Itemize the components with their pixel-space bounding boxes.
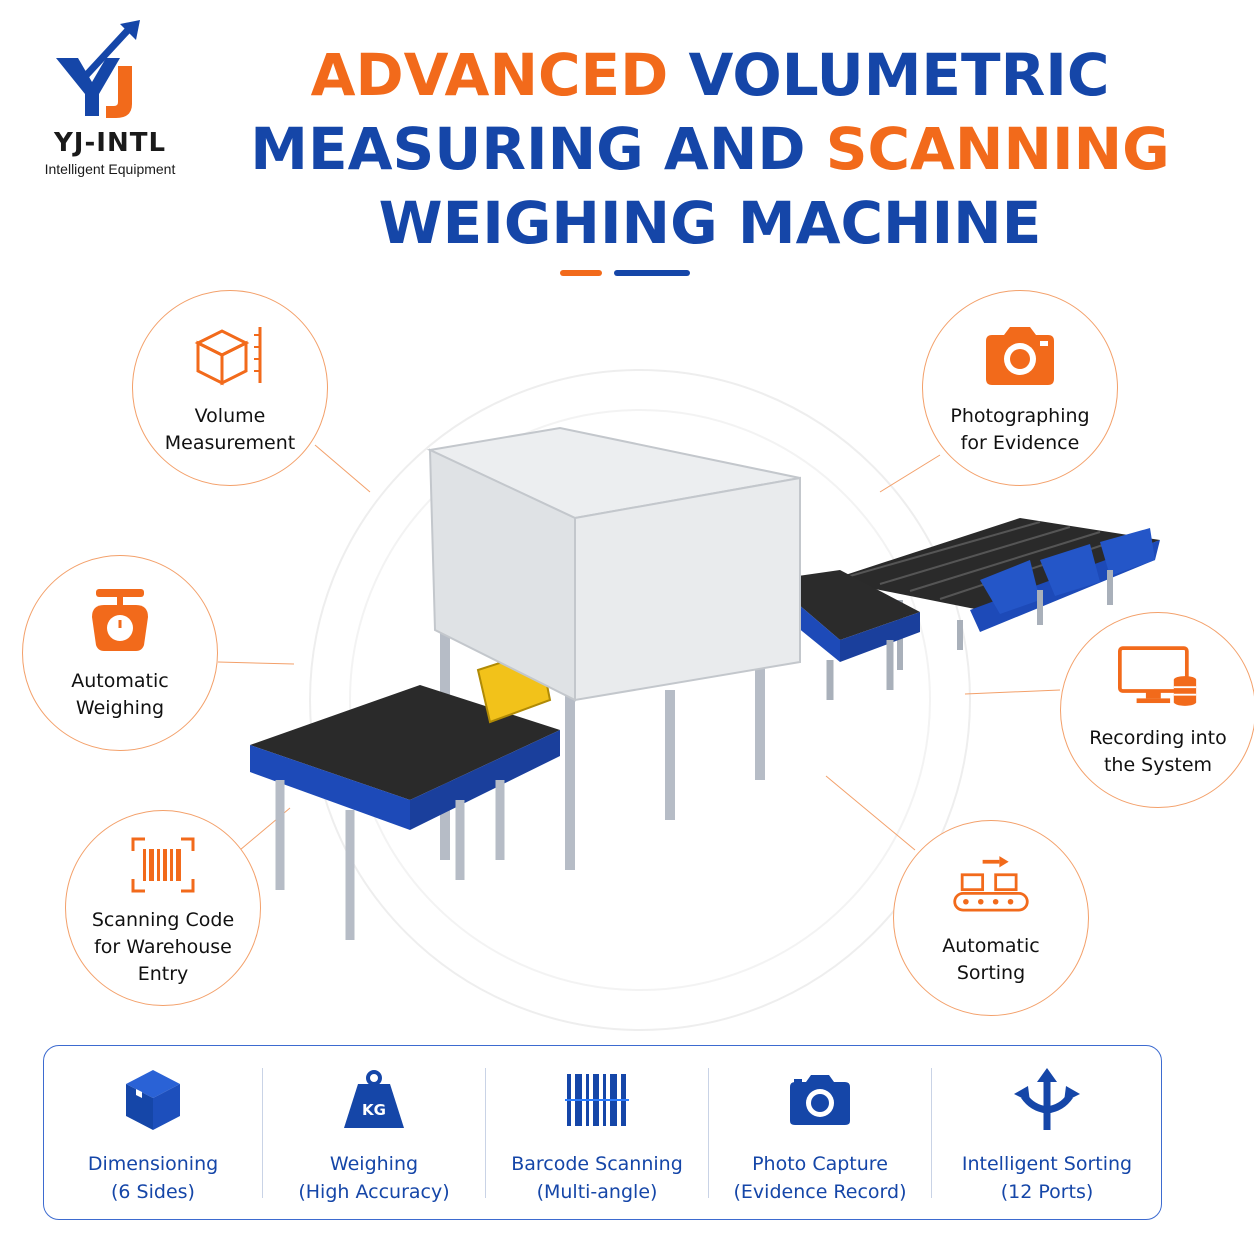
spec-intelligent-sorting: Intelligent Sorting (12 Ports) (932, 1046, 1162, 1219)
camera-icon (786, 1068, 854, 1132)
title-words-weighing-machine: WEIGHING MACHINE (378, 189, 1042, 257)
dimensioning-machine-illustration (250, 426, 1160, 940)
spec-label-line: Photo Capture (752, 1153, 888, 1175)
feature-automatic-sorting: Automatic Sorting (893, 820, 1089, 1016)
title-underline-orange (560, 270, 602, 276)
page-title: ADVANCED VOLUMETRIC MEASURING AND SCANNI… (220, 38, 1200, 260)
divider (708, 1068, 709, 1198)
feature-scanning-code: Scanning Code for Warehouse Entry (65, 810, 261, 1006)
title-underline-blue (614, 270, 690, 276)
title-word-volumetric: VOLUMETRIC (688, 41, 1110, 109)
box-measure-icon (190, 319, 270, 391)
spec-label-line: (High Accuracy) (298, 1181, 450, 1203)
feature-label-line: Sorting (956, 962, 1026, 984)
spec-label-line: (Multi-angle) (536, 1181, 658, 1203)
kg-weight-icon: KG (342, 1068, 406, 1132)
yj-monogram-icon (56, 20, 140, 118)
feature-label-line: Scanning Code (91, 908, 235, 931)
divider (485, 1068, 486, 1198)
feature-recording-system: Recording into the System (1060, 612, 1254, 808)
spec-label-line: (12 Ports) (1000, 1181, 1094, 1203)
brand-subtitle: Intelligent Equipment (44, 161, 176, 177)
title-word-advanced: ADVANCED (310, 41, 669, 109)
divider (262, 1068, 263, 1198)
brand-logo: YJ-INTL Intelligent Equipment (20, 18, 200, 188)
feature-label-line: Volume (194, 405, 266, 427)
feature-label-line: Recording into (1089, 727, 1227, 749)
kg-badge: KG (362, 1101, 386, 1119)
feature-label-line: Entry (137, 962, 189, 985)
feature-automatic-weighing: Automatic Weighing (22, 555, 218, 751)
conveyor-sorting-icon (951, 849, 1031, 921)
spec-label-line: Barcode Scanning (511, 1153, 683, 1175)
spec-photo-capture: Photo Capture (Evidence Record) (709, 1046, 931, 1219)
spec-label-line: Dimensioning (87, 1153, 219, 1175)
spec-label-line: (Evidence Record) (733, 1181, 907, 1203)
title-words-measuring-and: MEASURING AND (250, 115, 806, 183)
divider (931, 1068, 932, 1198)
title-word-scanning: SCANNING (825, 115, 1170, 183)
barcode-icon (565, 1068, 629, 1132)
feature-label-line: Measurement (164, 432, 296, 454)
spec-label-line: Intelligent Sorting (961, 1153, 1133, 1175)
feature-label-line: Weighing (75, 697, 165, 719)
feature-label-line: for Warehouse (94, 935, 232, 958)
monitor-database-icon (1118, 641, 1198, 713)
camera-icon (980, 319, 1060, 391)
feature-label-line: Automatic (71, 670, 169, 692)
feature-volume-measurement: Volume Measurement (132, 290, 328, 486)
brand-name: YJ-INTL (53, 128, 167, 158)
spec-panel: Dimensioning (6 Sides) KG Weighing (High… (43, 1045, 1162, 1220)
spec-label-line: (6 Sides) (111, 1181, 195, 1203)
feature-label-line: Automatic (942, 935, 1040, 957)
feature-photographing: Photographing for Evidence (922, 290, 1118, 486)
spec-dimensioning: Dimensioning (6 Sides) (44, 1046, 262, 1219)
spec-barcode-scanning: Barcode Scanning (Multi-angle) (486, 1046, 708, 1219)
feature-label-line: Photographing (950, 405, 1090, 427)
spec-label-line: Weighing (329, 1153, 419, 1175)
barcode-scan-icon (123, 829, 203, 901)
scale-icon (80, 584, 160, 656)
feature-label-line: the System (1103, 754, 1213, 776)
three-way-arrows-icon (1012, 1068, 1082, 1132)
spec-weighing: KG Weighing (High Accuracy) (263, 1046, 485, 1219)
cube-icon (122, 1068, 184, 1132)
feature-label-line: for Evidence (960, 432, 1080, 454)
